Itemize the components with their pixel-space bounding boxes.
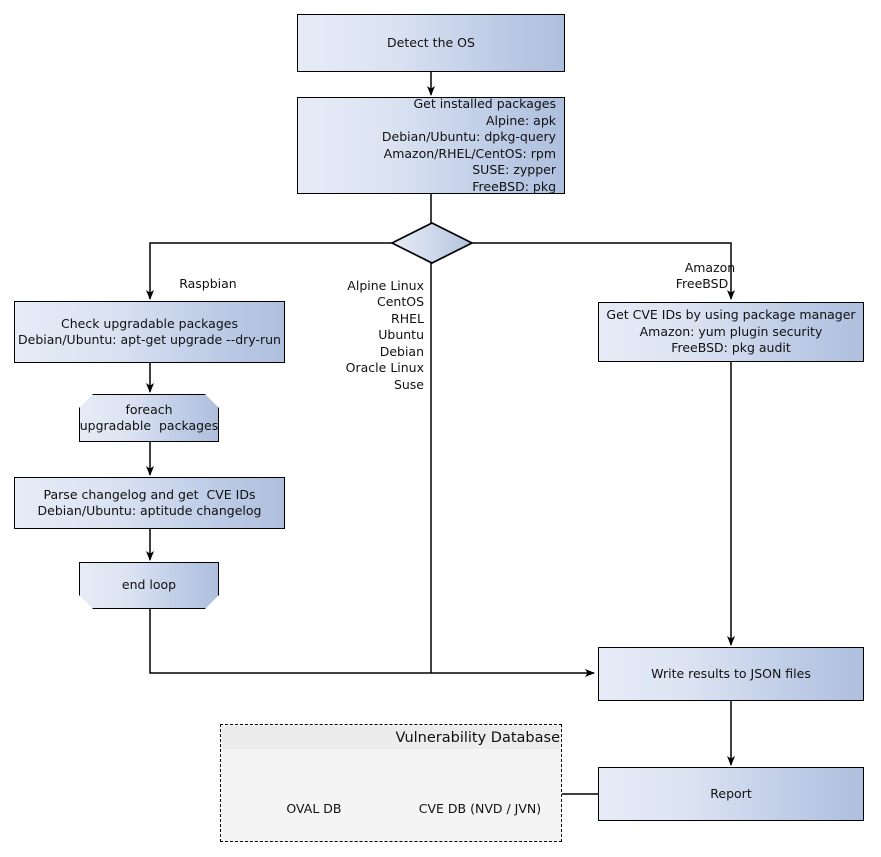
edge-label-middle-os-list: Alpine Linux CentOS RHEL Ubuntu Debian O… [290, 261, 424, 410]
node-parse-changelog-label: Parse changelog and get CVE IDs Debian/U… [37, 486, 262, 519]
vulnerability-database-header: Vulnerability Database [222, 726, 560, 749]
node-get-installed-packages-label: Get installed packages Alpine: apk Debia… [381, 96, 556, 194]
cve-db-label-text: CVE DB (NVD / JVN) [418, 801, 542, 816]
vulnerability-database-title: Vulnerability Database [395, 729, 560, 746]
edge-label-raspbian-text: Raspbian [179, 275, 237, 291]
node-end-loop[interactable]: end loop [79, 562, 219, 609]
oval-db-label-text: OVAL DB [286, 801, 342, 816]
node-get-cve-ids-label: Get CVE IDs by using package manager Ama… [606, 307, 856, 356]
node-parse-changelog[interactable]: Parse changelog and get CVE IDs Debian/U… [14, 477, 285, 529]
node-write-results-to-json-label: Write results to JSON files [651, 665, 811, 681]
node-check-upgradable-packages-label: Check upgradable packages Debian/Ubuntu:… [18, 315, 281, 348]
node-end-loop-label: end loop [121, 577, 177, 593]
edge-label-amazon-freebsd-text: Amazon FreeBSD [675, 259, 736, 292]
node-foreach-loop-start[interactable]: foreach upgradable packages [79, 394, 219, 442]
edge-endloop-to-write [149, 609, 595, 677]
oval-db-label: OVAL DB [236, 786, 376, 831]
cve-db-label: CVE DB (NVD / JVN) [402, 786, 542, 831]
node-detect-the-os[interactable]: Detect the OS [297, 14, 565, 72]
edge-label-middle-os-list-text: Alpine Linux CentOS RHEL Ubuntu Debian O… [345, 277, 424, 392]
node-check-upgradable-packages[interactable]: Check upgradable packages Debian/Ubuntu:… [14, 301, 285, 363]
node-detect-the-os-label: Detect the OS [387, 34, 475, 50]
edge-label-amazon-freebsd: Amazon FreeBSD [628, 243, 776, 309]
edge-label-raspbian: Raspbian [135, 259, 265, 309]
os-decision-diamond [390, 222, 474, 264]
node-get-installed-packages[interactable]: Get installed packages Alpine: apk Debia… [297, 96, 565, 194]
node-report-label: Report [710, 785, 752, 801]
node-write-results-to-json[interactable]: Write results to JSON files [598, 647, 864, 701]
node-get-cve-ids[interactable]: Get CVE IDs by using package manager Ama… [598, 302, 864, 362]
node-foreach-loop-start-label: foreach upgradable packages [79, 401, 219, 433]
node-report[interactable]: Report [598, 767, 864, 821]
